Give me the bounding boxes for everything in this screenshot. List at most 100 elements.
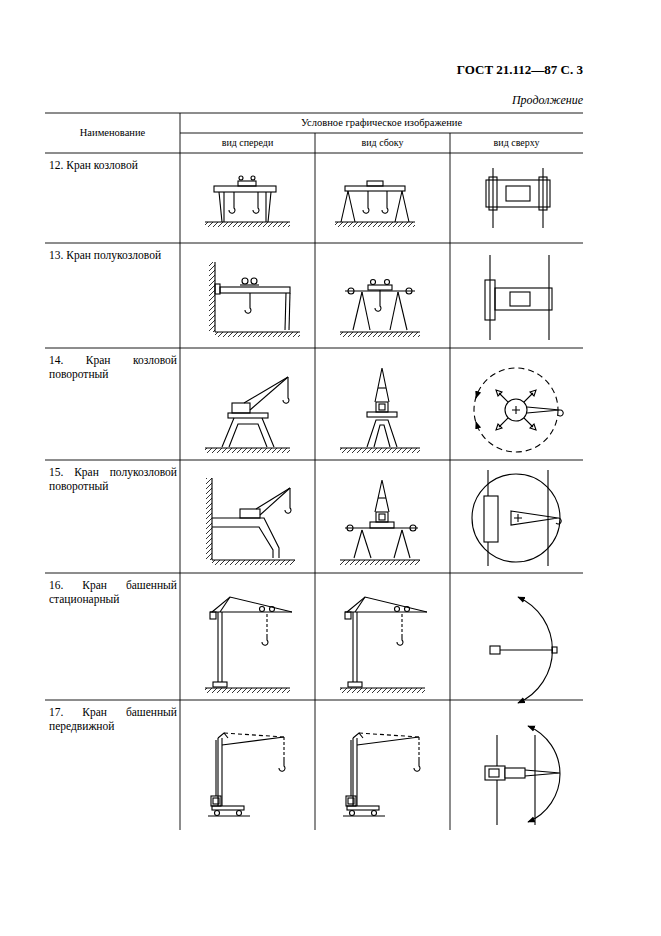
gantry-crane-side-part xyxy=(382,191,388,213)
semi-gantry-crane-side-part xyxy=(368,285,392,290)
semi-gantry-crane-side-part xyxy=(371,280,376,285)
slewing-gantry-crane-front xyxy=(205,377,290,453)
slewing-gantry-crane-front-part xyxy=(244,377,288,403)
slewing-gantry-crane-side-part xyxy=(376,402,388,412)
mobile-tower-crane-top-part xyxy=(485,766,505,780)
gantry-crane-side-part xyxy=(367,181,383,186)
gantry-crane-side-part xyxy=(395,191,402,222)
semi-gantry-crane-top-part xyxy=(495,288,552,310)
row-name: 14. Кран козловой поворотный xyxy=(49,353,177,382)
slewing-gantry-crane-top-part xyxy=(476,422,478,428)
gantry-crane-front-part xyxy=(223,192,224,222)
slewing-semi-gantry-crane-top xyxy=(472,470,561,566)
semi-gantry-crane-front-part xyxy=(209,262,215,332)
table-rules xyxy=(45,113,583,830)
slewing-semi-gantry-crane-front-part xyxy=(256,488,290,509)
gantry-crane-side-part xyxy=(341,191,348,222)
gantry-crane-top-part xyxy=(506,186,530,201)
slewing-gantry-crane-front-part xyxy=(250,377,288,410)
semi-gantry-crane-side xyxy=(340,280,420,338)
table-rules-part xyxy=(45,460,583,461)
semi-gantry-crane-top xyxy=(485,255,552,340)
mobile-tower-crane-front-part xyxy=(208,733,285,816)
mobile-tower-crane-top xyxy=(485,726,560,825)
column-subheader: вид сверху xyxy=(450,137,583,150)
gantry-crane-front-part xyxy=(251,176,255,180)
semi-gantry-crane-front xyxy=(209,262,300,337)
slewing-semi-gantry-crane-top-part xyxy=(484,496,498,542)
slewing-gantry-crane-top-part xyxy=(505,399,527,421)
gantry-crane-side-part xyxy=(335,222,415,227)
stationary-tower-crane-top-part xyxy=(518,597,552,703)
semi-gantry-crane-side-part xyxy=(385,280,390,285)
slewing-semi-gantry-crane-side-part xyxy=(376,512,388,522)
stationary-tower-crane-top-part xyxy=(490,646,500,654)
table-rules-part xyxy=(180,113,181,830)
slewing-semi-gantry-crane-side-part xyxy=(394,530,402,558)
gantry-crane-top-part xyxy=(539,177,547,210)
slewing-gantry-crane-side-part xyxy=(375,368,389,402)
mobile-tower-crane-top-part xyxy=(528,726,560,822)
slewing-semi-gantry-crane-side-part xyxy=(402,530,410,558)
slewing-semi-gantry-crane-top-part xyxy=(511,511,558,525)
mobile-tower-crane-top-part xyxy=(525,770,560,776)
semi-gantry-crane-side-part xyxy=(353,292,362,330)
slewing-semi-gantry-crane-front-part xyxy=(206,478,212,560)
gantry-crane-front-part xyxy=(265,192,266,222)
table-rules-part xyxy=(45,348,583,349)
stationary-tower-crane-side xyxy=(340,597,427,693)
mobile-tower-crane-top-part xyxy=(505,768,525,778)
gantry-crane-side-part xyxy=(345,186,405,191)
slewing-semi-gantry-crane-front-part xyxy=(240,509,260,518)
mobile-tower-crane-top-part xyxy=(534,735,535,825)
table-rules-part xyxy=(45,700,583,701)
semi-gantry-crane-front-part xyxy=(251,278,257,284)
gantry-crane-front xyxy=(205,176,290,227)
semi-gantry-crane-top-part xyxy=(510,292,530,306)
gantry-crane-front-part xyxy=(238,181,256,186)
slewing-gantry-crane-top-part xyxy=(476,392,478,398)
slewing-gantry-crane-front-part xyxy=(228,413,268,418)
semi-gantry-crane-top-part xyxy=(485,280,495,320)
gantry-crane-front-part xyxy=(205,222,290,227)
mobile-tower-crane-side-part xyxy=(343,733,420,816)
stationary-tower-crane-side-part xyxy=(340,597,427,693)
slewing-gantry-crane-top-part xyxy=(496,390,536,430)
slewing-gantry-crane-top xyxy=(474,368,563,452)
slewing-semi-gantry-crane-side-part xyxy=(340,560,420,565)
semi-gantry-crane-front-part xyxy=(242,278,248,284)
slewing-gantry-crane-top-part xyxy=(512,406,520,414)
slewing-gantry-crane-side-part xyxy=(379,404,385,410)
slewing-semi-gantry-crane-top-part xyxy=(472,474,560,562)
slewing-semi-gantry-crane-front xyxy=(206,478,295,565)
semi-gantry-crane-front-part xyxy=(285,293,286,330)
slewing-semi-gantry-crane-top-part xyxy=(514,514,522,522)
slewing-semi-gantry-crane-front-part xyxy=(212,527,273,558)
gantry-crane-side xyxy=(335,181,415,227)
gantry-crane-side-part xyxy=(348,191,355,222)
slewing-gantry-crane-side xyxy=(340,368,420,453)
semi-gantry-crane-side-part xyxy=(390,292,398,330)
slewing-gantry-crane-top-part xyxy=(527,407,560,413)
stationary-tower-crane-top xyxy=(490,597,557,703)
slewing-semi-gantry-crane-side-part xyxy=(354,530,362,558)
table-rules-part xyxy=(450,133,451,830)
slewing-semi-gantry-crane-side-part xyxy=(379,514,385,520)
slewing-semi-gantry-crane-side-part xyxy=(370,522,394,528)
slewing-semi-gantry-crane-side xyxy=(340,480,420,565)
gantry-crane-front-part xyxy=(268,192,271,222)
gantry-crane-top xyxy=(486,168,550,228)
gantry-crane-front-part xyxy=(229,192,235,213)
slewing-semi-gantry-crane-top-part xyxy=(556,518,561,524)
slewing-semi-gantry-crane-side-part xyxy=(378,497,386,498)
slewing-gantry-crane-front-part xyxy=(222,418,274,447)
semi-gantry-crane-top-part xyxy=(489,255,490,340)
semi-gantry-crane-front-part xyxy=(215,284,220,294)
semi-gantry-crane-side-part xyxy=(340,332,420,337)
table-rules-part xyxy=(315,133,316,830)
column-header: Условное графическое изображение xyxy=(180,116,583,129)
row-name: 12. Кран козловой xyxy=(49,158,177,172)
slewing-gantry-crane-top-part xyxy=(474,368,558,452)
table-rules-part xyxy=(45,153,583,154)
